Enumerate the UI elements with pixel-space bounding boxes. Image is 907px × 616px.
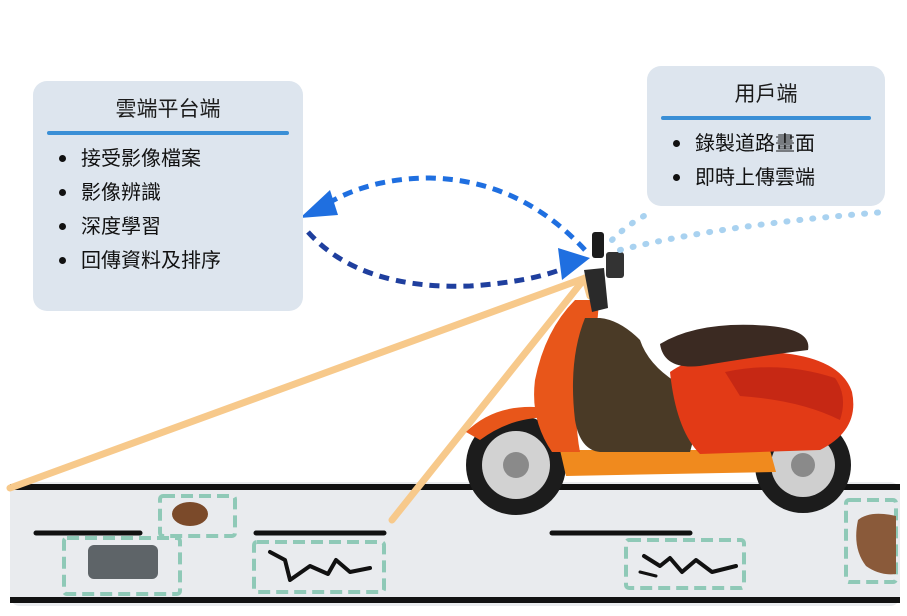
manhole-icon [62,536,182,596]
arrow-to-cloud [323,175,587,252]
pothole-icon [158,494,237,538]
arrow-to-scooter [306,230,566,289]
user-task-item: 即時上傳雲端 [671,160,885,194]
cloud-panel-title: 雲端平台端 [115,97,221,121]
cloud-task-item: 深度學習 [57,209,303,243]
user-panel-divider [661,116,871,120]
upload-signal [609,209,655,243]
cloud-task-list: 接受影像檔案 影像辨識 深度學習 回傳資料及排序 [33,141,303,277]
road [10,482,900,606]
upload-signal [617,209,888,253]
cloud-task-item: 影像辨識 [57,175,303,209]
cloud-task-item: 回傳資料及排序 [57,243,303,277]
arrow-to-cloud-head [300,190,338,218]
user-panel-title: 用戶端 [734,82,798,106]
pothole-icon [844,498,898,584]
crack-icon [252,540,386,594]
cloud-task-item: 接受影像檔案 [57,141,303,175]
arrow-to-scooter-head [558,248,590,280]
phone-camera-icon [592,232,624,278]
user-task-list: 錄製道路畫面 即時上傳雲端 [647,126,885,194]
user-task-item: 錄製道路畫面 [671,126,885,160]
user-client-panel: 用戶端 錄製道路畫面 即時上傳雲端 [647,66,885,206]
scooter-icon [466,232,854,515]
cloud-platform-panel: 雲端平台端 接受影像檔案 影像辨識 深度學習 回傳資料及排序 [33,81,303,311]
crack-icon [624,538,746,590]
cloud-panel-divider [47,131,289,135]
